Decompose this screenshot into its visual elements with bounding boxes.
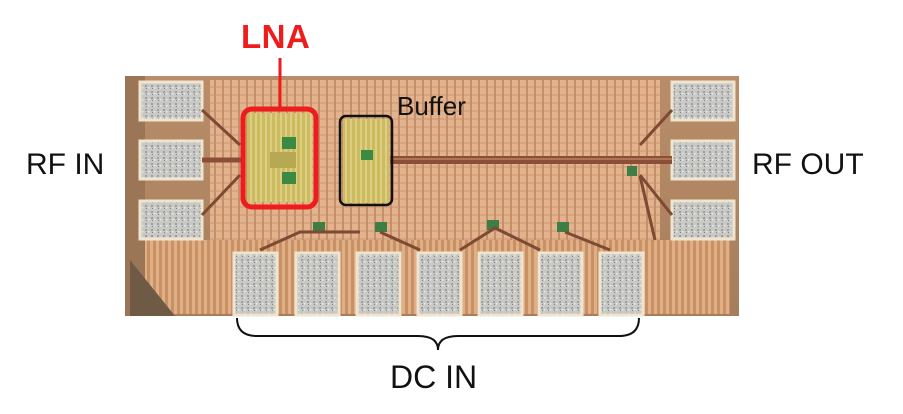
dc-pad	[416, 251, 463, 317]
lna-core	[270, 152, 296, 168]
rf-out-pad	[670, 80, 736, 122]
dc-pads	[232, 251, 645, 317]
lna-label: LNA	[241, 18, 311, 55]
lna-transistor	[282, 172, 296, 184]
dc-pad	[537, 251, 584, 317]
rf-out-pad	[670, 199, 736, 241]
right-rf-pads	[670, 80, 736, 241]
rf-in-label: RF IN	[26, 148, 105, 181]
buffer-highlight-box	[338, 114, 394, 207]
buffer-transistor	[361, 150, 373, 160]
rf-out-label: RF OUT	[752, 148, 864, 181]
rf-out-pad	[670, 139, 736, 181]
buffer-circuit	[343, 119, 389, 203]
dc-pad	[477, 251, 524, 317]
rf-in-feed-diag	[200, 108, 242, 217]
rf-in-pad	[138, 139, 204, 181]
rf-in-pad	[138, 199, 204, 241]
die-left-edge	[125, 76, 145, 316]
dc-pad	[294, 251, 341, 317]
bias-blocks	[313, 166, 637, 232]
lna-highlight-box	[240, 106, 319, 210]
dc-pad	[355, 251, 402, 317]
die-corner-structure	[130, 260, 175, 316]
transmission-line-highlight	[390, 158, 672, 160]
lna-transistor	[282, 137, 296, 149]
left-rf-pads	[138, 80, 204, 241]
rf-in-pad	[138, 80, 204, 122]
bias-lines	[259, 175, 657, 252]
buffer-label: Buffer	[397, 91, 466, 121]
dc-in-brace	[236, 317, 640, 351]
dc-in-label: DC IN	[390, 359, 478, 395]
rf-out-feed-diag	[638, 108, 674, 216]
dc-pad	[232, 251, 279, 317]
dc-pad	[598, 251, 645, 317]
